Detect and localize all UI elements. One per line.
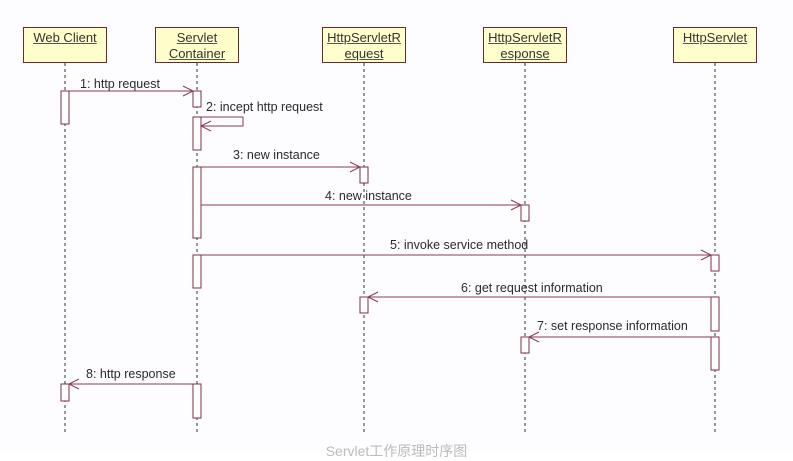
participant-label: HttpServletR esponse: [488, 30, 562, 61]
message-label-6: 6: get request information: [461, 281, 603, 295]
message-label-7: 7: set response information: [537, 319, 688, 333]
message-label-1: 1: http request: [80, 77, 160, 91]
participant-http-servlet-response: HttpServletR esponse: [483, 27, 567, 63]
activation-bar: [710, 254, 720, 272]
activation-bar: [192, 383, 202, 419]
activation-bar: [192, 166, 202, 239]
activation-bar: [520, 336, 530, 354]
message-label-5: 5: invoke service method: [390, 238, 529, 252]
activation-bar: [359, 166, 369, 184]
arrowhead-icon: [349, 161, 362, 173]
diagram-caption: Servlet工作原理时序图: [325, 443, 468, 459]
activation-bar: [710, 336, 720, 371]
arrowhead-icon: [700, 249, 713, 261]
arrowhead-icon: [182, 85, 195, 97]
activation-bar: [359, 296, 369, 314]
activation-bar: [520, 204, 530, 222]
participant-servlet-container: Servlet Container: [155, 27, 239, 63]
activation-bar: [710, 296, 720, 332]
arrowhead-icon: [366, 291, 379, 303]
arrowhead-icon: [67, 378, 80, 390]
arrowhead-icon: [527, 331, 540, 343]
activation-bar: [192, 254, 202, 289]
message-label-4: 4: new instance: [325, 189, 412, 203]
arrowhead-icon: [199, 120, 212, 132]
participant-http-servlet-request: HttpServletR equest: [322, 27, 406, 63]
participant-label: Web Client: [33, 30, 97, 45]
activation-bar: [60, 383, 70, 402]
participant-label: HttpServletR equest: [327, 30, 401, 61]
activation-bar: [60, 90, 70, 125]
message-label-2: 2: incept http request: [206, 100, 323, 114]
arrowhead-icon: [510, 199, 523, 211]
activation-bar: [192, 116, 202, 151]
participant-http-servlet: HttpServlet: [673, 27, 757, 63]
diagram-lines: [60, 63, 720, 432]
sequence-diagram: Web Client Servlet Container HttpServlet…: [23, 27, 757, 459]
participant-label: Servlet Container: [168, 30, 226, 61]
participant-label: HttpServlet: [682, 30, 748, 45]
self-message-arrow: [201, 116, 244, 127]
participant-web-client: Web Client: [23, 27, 107, 63]
activation-bar: [192, 90, 202, 108]
message-label-8: 8: http response: [86, 367, 176, 381]
message-label-3: 3: new instance: [233, 148, 320, 162]
